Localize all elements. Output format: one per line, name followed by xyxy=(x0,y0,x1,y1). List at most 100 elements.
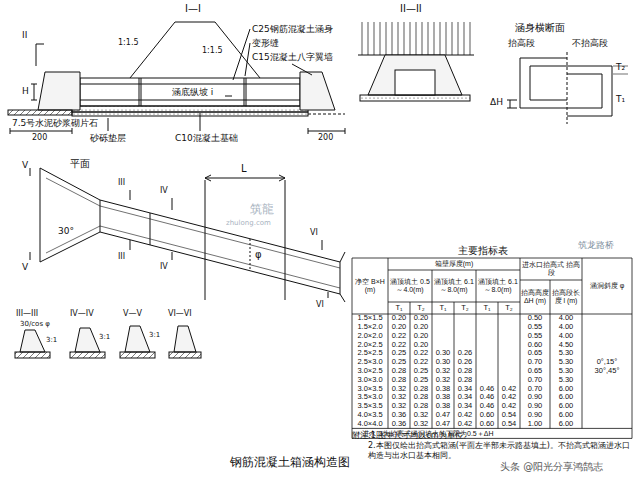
drawing-stroke xyxy=(38,72,80,110)
table-cell: 2.5×2.5 xyxy=(352,349,388,358)
table-cell: 0.38 xyxy=(432,393,454,402)
table-cell: 0.26 xyxy=(454,349,476,358)
drawing-stroke xyxy=(422,22,423,55)
table-cell: 0.32 xyxy=(410,411,432,420)
part-label: 抬高段 xyxy=(508,38,535,48)
drawing-stroke xyxy=(80,84,300,85)
table-cell: 0.42 xyxy=(454,420,476,429)
drawing-stroke xyxy=(30,168,31,176)
drawing-stroke xyxy=(225,96,232,97)
table-cell: 0.20 xyxy=(410,314,432,323)
section-title: IV—IV xyxy=(70,309,94,318)
table-cell: 2.0×2.0 xyxy=(352,332,388,341)
table-cell: 0.28 xyxy=(410,384,432,393)
table-cell: 0.34 xyxy=(454,402,476,411)
table-header: T₂ xyxy=(498,302,520,314)
dimension: ΔH xyxy=(490,97,503,107)
part-label: 不抬高段 xyxy=(572,38,608,48)
drawing-stroke xyxy=(380,22,381,55)
table-header: 涵顶填土 0.5～4.0(m) xyxy=(388,270,432,302)
table-cell: 0.20 xyxy=(410,323,432,332)
drawing-stroke xyxy=(70,352,105,358)
section-marker: III xyxy=(118,252,125,261)
drawing-stroke xyxy=(464,22,465,55)
slope-ratio: 3:1 xyxy=(99,333,110,341)
table-cell: 0.32 xyxy=(410,420,432,429)
table-cell: 0.42 xyxy=(454,411,476,420)
table-cell: 0.22 xyxy=(410,358,432,367)
slope-ratio: 1:1.5 xyxy=(118,38,139,47)
drawing-stroke xyxy=(395,70,435,95)
drawing-stroke xyxy=(72,106,308,112)
drawing-stroke xyxy=(8,110,72,115)
table-cell: 0.38 xyxy=(432,384,454,393)
table-cell: 0.60 xyxy=(476,420,498,429)
table-cell: 0.28 xyxy=(410,393,432,402)
table-cell: 0.36 xyxy=(388,420,410,429)
drawing-stroke xyxy=(31,84,37,85)
drawing-stroke xyxy=(34,84,35,100)
table-cell: 0.32 xyxy=(432,367,454,376)
drawing-stroke xyxy=(458,22,459,55)
drawing-stroke xyxy=(174,326,196,352)
drawing-stroke xyxy=(72,128,73,134)
drawing-stroke xyxy=(279,175,285,181)
drawing-stroke xyxy=(75,328,100,352)
table-rule xyxy=(550,280,551,428)
section-marker: V xyxy=(22,160,28,170)
drawing-stroke xyxy=(200,113,201,131)
drawing-stroke xyxy=(125,326,150,352)
table-cell: 0.22 xyxy=(388,340,410,349)
table-header: 箱壁厚度(m) xyxy=(388,258,520,270)
table-cell: 5.30 xyxy=(550,376,582,385)
drawing-stroke xyxy=(613,74,628,75)
drawing-stroke xyxy=(452,22,453,55)
table-header: T₁ xyxy=(388,302,410,314)
table-cell: 0.20 xyxy=(410,340,432,349)
section-title: VI—VI xyxy=(168,309,192,318)
table-cell: 0.28 xyxy=(388,367,410,376)
drawing-stroke xyxy=(72,112,308,116)
table-header: 涵洞斜度 φ xyxy=(582,258,632,314)
table-cell: 4.00 xyxy=(550,332,582,341)
table-cell: 1.5×1.5 xyxy=(352,314,388,323)
table-header: T₁ xyxy=(432,302,454,314)
table-cell: 0.28 xyxy=(454,367,476,376)
drawing-stroke xyxy=(510,100,511,108)
material-note: C15混凝土八字翼墙 xyxy=(252,52,333,62)
table-header: T₂ xyxy=(410,302,432,314)
drawing-stroke xyxy=(386,22,387,55)
table-cell: 0.20 xyxy=(388,314,410,323)
table-cell: 0.60 xyxy=(476,411,498,420)
table-rule xyxy=(520,258,521,428)
drawing-stroke xyxy=(141,78,142,106)
table-cell: 0°,15° xyxy=(582,358,632,367)
drawing-stroke xyxy=(440,22,441,55)
drawing-stroke xyxy=(40,168,100,200)
section-title: III—III xyxy=(16,309,38,318)
table-title: 主要指标表 xyxy=(458,245,508,257)
drawing-stroke xyxy=(285,180,286,300)
material-note: 变形缝 xyxy=(252,38,279,48)
drawing-stroke xyxy=(40,232,100,262)
material-note: 砂砾垫层 xyxy=(90,133,126,143)
table-cell: 0.65 xyxy=(520,349,550,358)
watermark: zhulong.com xyxy=(226,219,271,227)
angle-label: 30° xyxy=(58,226,74,236)
table-header: 抬高段长度 l (m) xyxy=(550,280,582,314)
drawing-stroke xyxy=(398,22,399,55)
section-marker: IV xyxy=(160,262,168,271)
drawing-stroke xyxy=(328,292,329,298)
drawing-stroke xyxy=(292,64,312,75)
drawing-stroke xyxy=(100,200,101,232)
slope-ratio: 3:1 xyxy=(149,331,160,339)
table-cell: 3.5×3.0 xyxy=(352,393,388,402)
section-title: I—I xyxy=(185,3,201,15)
drawing-stroke xyxy=(446,22,447,55)
table-header: 净空 B×H (m) xyxy=(352,258,388,314)
dimension: T₂ xyxy=(616,62,625,72)
table-cell: 6.00 xyxy=(550,420,582,429)
slope-ratio: 3:1 xyxy=(46,336,57,344)
